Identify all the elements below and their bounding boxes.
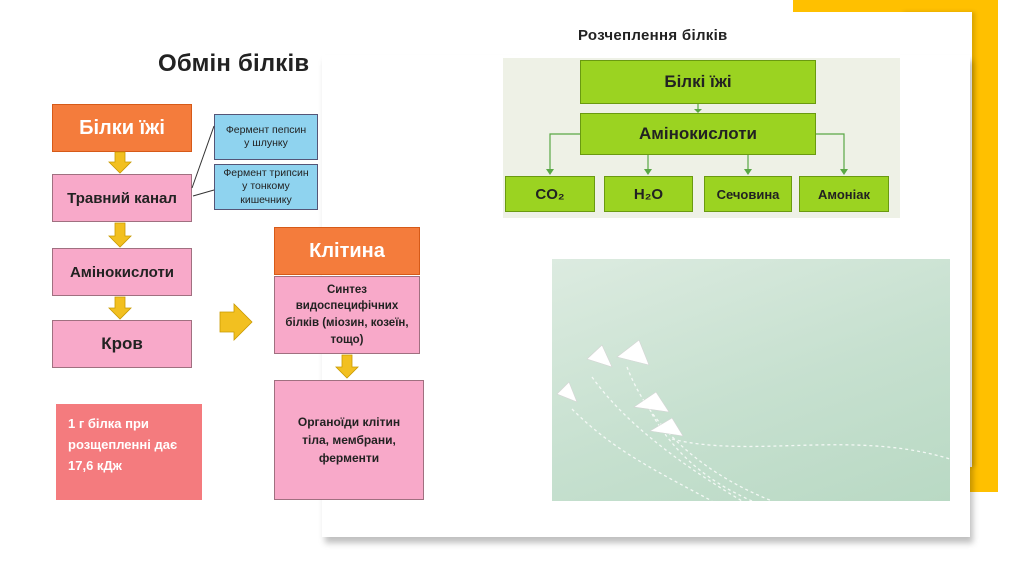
organelles-box: Органоїди клітин тіла, мембрани, фермент… — [274, 380, 424, 500]
right-diagram-title: Розчеплення білків — [578, 27, 728, 44]
arrowhead-ammonia — [840, 169, 848, 175]
food-proteins-green-box: Білкі їжі — [580, 60, 816, 104]
arrowhead-urea — [744, 169, 752, 175]
yellow-accent-strip — [970, 480, 998, 492]
paper-planes-illustration — [556, 339, 950, 501]
pepsin-pointer-line — [191, 125, 215, 189]
paper-plane-1 — [586, 344, 613, 368]
connector-amino-to-ammonia — [816, 133, 845, 170]
h2o-box: H₂O — [604, 176, 693, 212]
paper-plane-2 — [616, 339, 650, 366]
arrow-amino-to-blood — [108, 296, 132, 320]
cell-box: Клітина — [274, 227, 420, 275]
amino-acids-box: Амінокислоти — [52, 248, 192, 296]
arrow-blood-to-cell — [219, 303, 253, 341]
arrowhead-co2 — [546, 169, 554, 175]
arrowhead-h2o — [644, 169, 652, 175]
energy-note-box: 1 г білка при розщепленні дає 17,6 кДж — [56, 404, 202, 500]
food-proteins-box: Білки їжі — [52, 104, 192, 152]
connector-amino-to-co2 — [549, 133, 580, 170]
left-diagram-title: Обмін білків — [158, 50, 310, 77]
paper-plane-4 — [649, 417, 684, 437]
arrowhead-amino — [694, 109, 702, 113]
trypsin-enzyme-box: Фермент трипсин у тонкому кишечнику — [214, 164, 318, 210]
co2-box: CO₂ — [505, 176, 595, 212]
decorative-paper-planes-image — [552, 259, 950, 501]
right-panel-header — [520, 12, 900, 57]
synthesis-box: Синтез видоспецифічних білків (міозин, к… — [274, 276, 420, 354]
urea-box: Сечовина — [704, 176, 792, 212]
paper-plane-5 — [556, 381, 578, 403]
trypsin-pointer-line — [192, 189, 215, 197]
blood-box: Кров — [52, 320, 192, 368]
digestive-tract-box: Травний канал — [52, 174, 192, 222]
arrow-tract-to-amino — [108, 222, 132, 248]
pepsin-enzyme-box: Фермент пепсин у шлунку — [214, 114, 318, 160]
arrow-food-to-tract — [108, 151, 132, 174]
ammonia-box: Амоніак — [799, 176, 889, 212]
paper-plane-3 — [633, 391, 670, 413]
amino-acids-green-box: Амінокислоти — [580, 113, 816, 155]
arrow-synthesis-to-organelles — [335, 354, 359, 379]
